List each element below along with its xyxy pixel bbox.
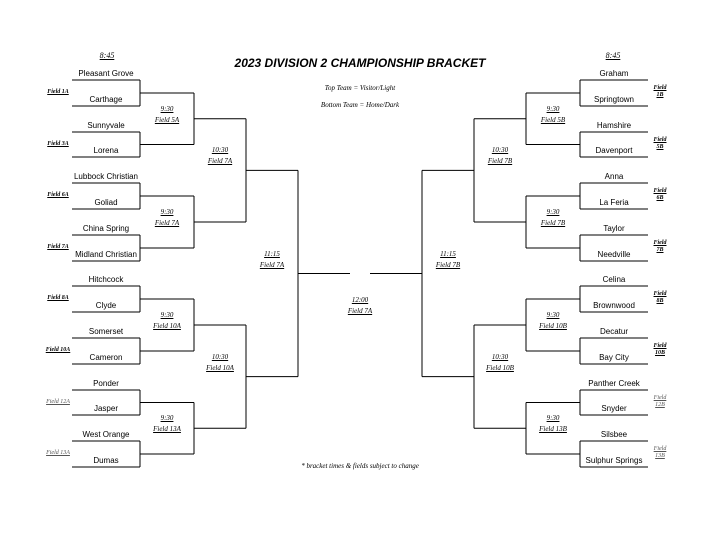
left-r4-field: Field 7A [259, 260, 285, 269]
left-team-3: Sunnyvale [87, 121, 125, 130]
right-start-time: 8:45 [605, 51, 621, 60]
right-r1-field-3: Field 6B [653, 188, 667, 201]
right-team-14: Snyder [601, 404, 627, 413]
right-team-13: Panther Creek [588, 379, 640, 388]
right-r3-time-2: 10:30 [491, 352, 509, 361]
bottom-team-note: Bottom Team = Home/Dark [320, 101, 400, 109]
final-time: 12:00 [351, 295, 369, 304]
right-r4-field: Field 7B [435, 260, 461, 269]
right-r2-time-1: 9:30 [546, 104, 560, 113]
right-team-15: Silsbee [600, 430, 628, 439]
left-team-16: Dumas [93, 456, 119, 465]
right-r1-field-2: Field 5B [653, 136, 667, 150]
right-r3-field-1: Field 7B [487, 157, 513, 166]
left-r2-field-1: Field 5A [154, 115, 180, 124]
left-r3-field-1: Field 7A [207, 157, 233, 166]
left-r2-field-4: Field 13A [153, 425, 181, 434]
left-team-15: West Orange [82, 430, 130, 439]
left-r1-field-3: Field 6A [47, 192, 69, 198]
right-team-10: Brownwood [593, 301, 635, 310]
right-r2-field-3: Field 10B [539, 322, 567, 330]
left-team-10: Clyde [95, 301, 117, 310]
left-r2-time-3: 9:30 [160, 311, 174, 319]
left-r1-field-5: Field 8A [47, 295, 69, 301]
right-team-9: Celina [602, 275, 626, 284]
left-r1-field-2: Field 3A [47, 140, 69, 147]
right-team-6: La Feria [599, 198, 629, 207]
right-r2-field-1: Field 5B [540, 115, 566, 124]
left-r3-time-1: 10:30 [211, 146, 229, 155]
right-team-7: Taylor [603, 224, 625, 233]
left-team-14: Jasper [93, 404, 118, 413]
final-field: Field 7A [347, 306, 373, 315]
right-team-4: Davenport [595, 146, 633, 155]
page-title: 2023 DIVISION 2 CHAMPIONSHIP BRACKET [234, 56, 486, 70]
left-r2-time-1: 9:30 [160, 104, 174, 113]
left-team-5: Lubbock Christian [73, 172, 139, 181]
right-team-2: Springtown [593, 95, 635, 104]
left-r1-field-6: Field 10A [45, 347, 71, 353]
right-r3-field-2: Field 10B [486, 363, 514, 372]
left-team-13: Ponder [93, 379, 119, 388]
top-team-note: Top Team = Visitor/Light [324, 84, 396, 92]
right-r1-field-8: Field 13B [653, 446, 667, 459]
right-team-3: Hamshire [596, 121, 632, 130]
right-r2-field-4: Field 13B [539, 425, 567, 434]
right-r1-field-4: Field 7B [653, 240, 667, 253]
left-r2-field-2: Field 7A [154, 219, 180, 227]
footnote: * bracket times & fields subject to chan… [301, 462, 419, 470]
right-r2-time-3: 9:30 [546, 311, 560, 319]
left-r4-time: 11:15 [264, 249, 280, 258]
left-team-11: Somerset [88, 327, 124, 336]
right-team-12: Bay City [599, 353, 629, 362]
right-r1-field-1: Field 1B [653, 85, 667, 98]
right-r1-field-7: Field 12B [653, 394, 667, 408]
right-team-16: Sulphur Springs [585, 456, 643, 465]
left-team-4: Lorena [93, 146, 119, 155]
left-team-6: Goliad [94, 198, 118, 207]
right-r2-time-4: 9:30 [546, 414, 560, 423]
left-r2-time-4: 9:30 [160, 414, 174, 423]
left-start-time: 8:45 [99, 51, 115, 60]
left-team-2: Carthage [89, 95, 123, 104]
left-r1-field-8: Field 13A [46, 450, 70, 456]
left-team-1: Pleasant Grove [78, 69, 134, 78]
left-team-8: Midland Christian [75, 250, 137, 259]
right-team-1: Graham [599, 69, 629, 78]
right-r1-field-5: Field 8B [653, 291, 667, 304]
left-r3-field-2: Field 10A [206, 363, 234, 372]
left-team-7: China Spring [82, 224, 130, 233]
left-r1-field-4: Field 7A [47, 244, 69, 250]
right-team-11: Decatur [599, 327, 628, 336]
left-team-9: Hitchcock [88, 275, 124, 284]
left-r1-field-1: Field 1A [47, 89, 69, 95]
right-team-8: Needville [597, 250, 631, 259]
right-team-5: Anna [604, 172, 624, 181]
right-r4-time: 11:15 [440, 249, 456, 258]
right-r2-field-2: Field 7B [540, 219, 566, 227]
left-r2-field-3: Field 10A [153, 322, 181, 330]
left-team-12: Cameron [89, 353, 123, 362]
left-r1-field-7: Field 12A [46, 398, 70, 405]
right-r1-field-6: Field 10B [653, 343, 667, 356]
left-r3-time-2: 10:30 [211, 352, 229, 361]
left-r2-time-2: 9:30 [160, 208, 174, 216]
right-r3-time-1: 10:30 [491, 146, 509, 155]
right-r2-time-2: 9:30 [546, 208, 560, 216]
